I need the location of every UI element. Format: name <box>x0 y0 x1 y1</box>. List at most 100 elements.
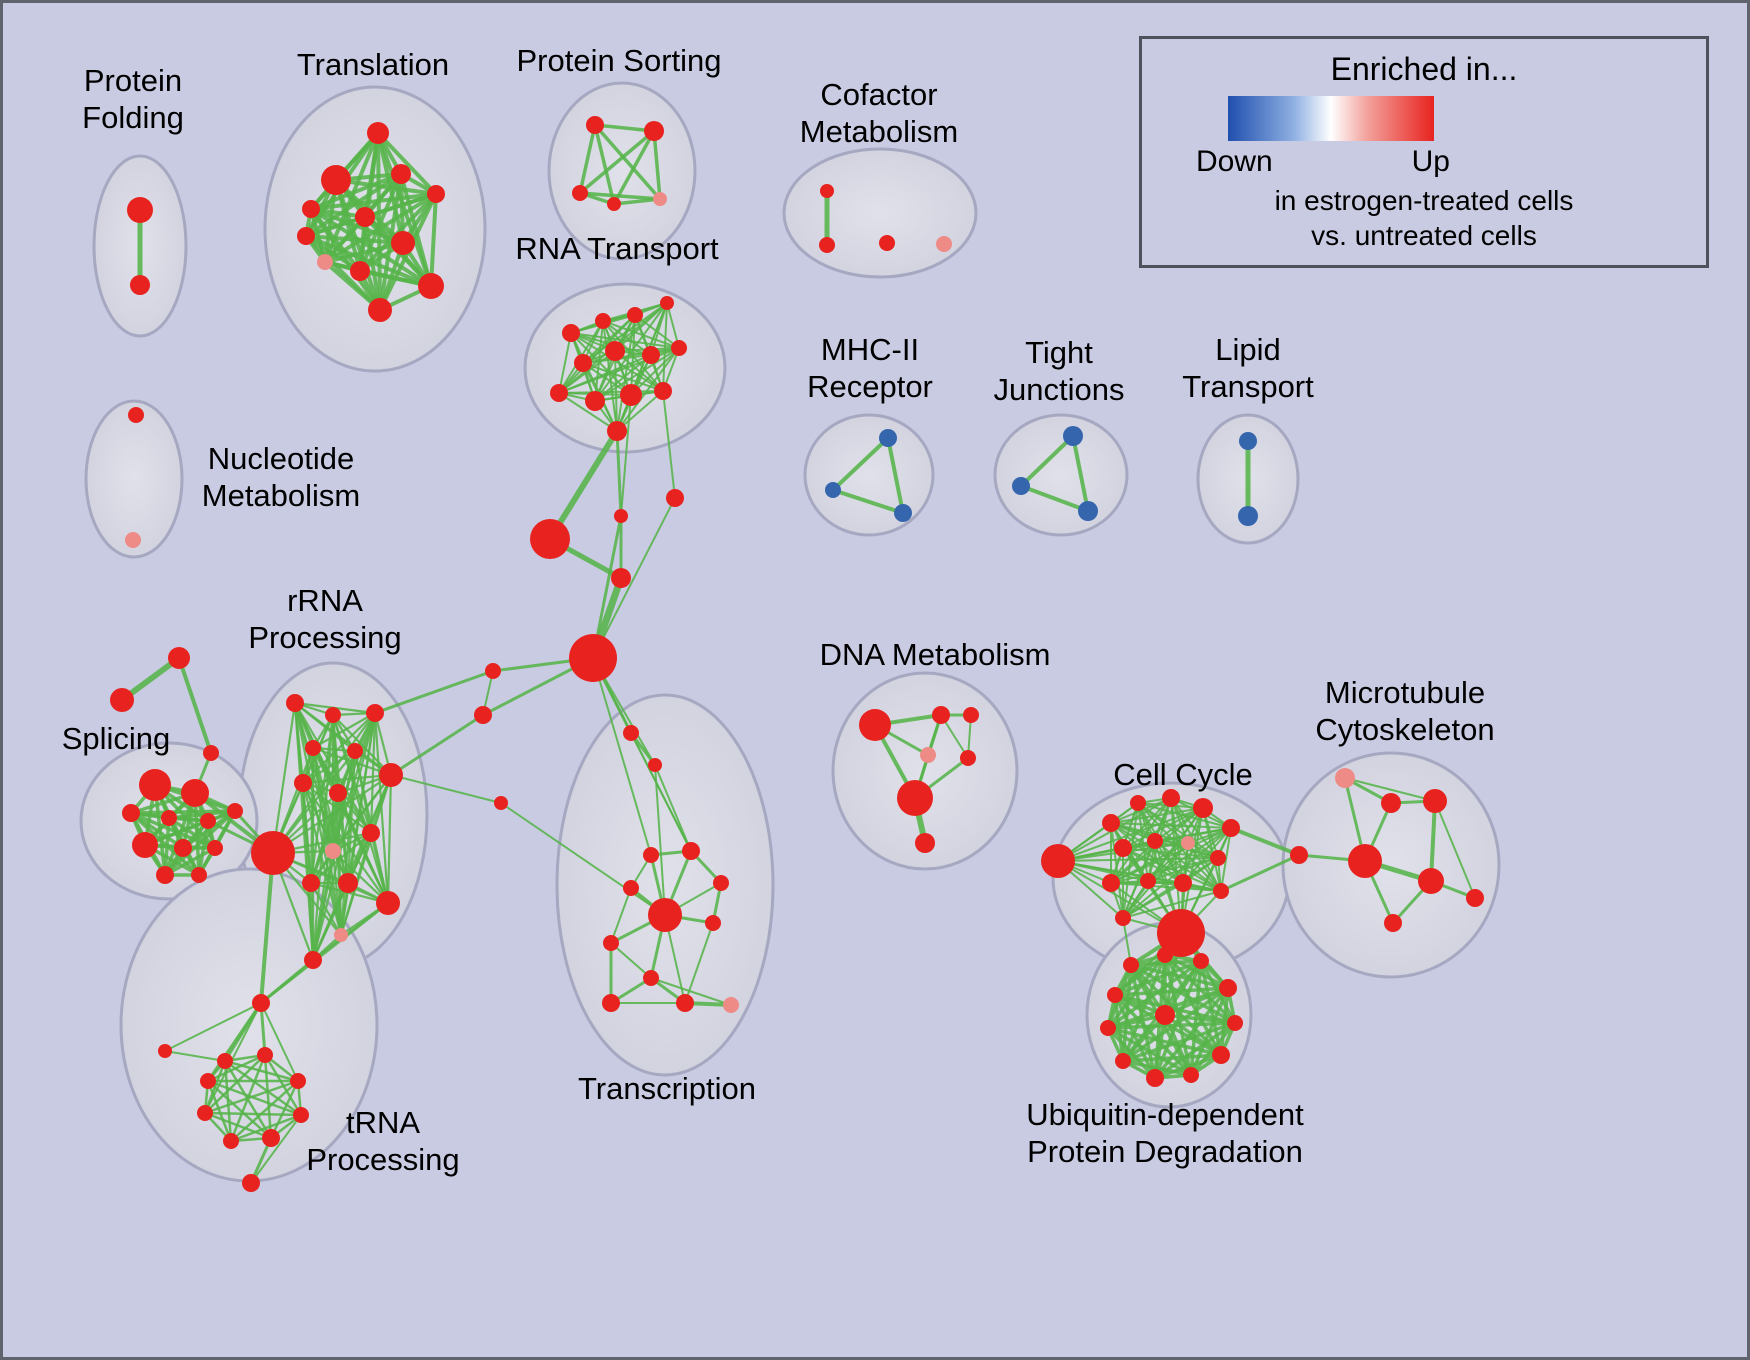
gene-set-node-57 <box>191 867 207 883</box>
gene-set-node-145 <box>894 504 912 522</box>
edge <box>570 332 664 392</box>
edge <box>1429 799 1437 883</box>
gene-set-node-87 <box>682 842 700 860</box>
edge <box>547 428 620 542</box>
edge <box>304 234 433 288</box>
gene-set-node-13 <box>368 298 392 322</box>
gene-set-node-126 <box>1418 868 1444 894</box>
edge <box>582 302 668 364</box>
gene-set-node-93 <box>603 935 619 951</box>
edge <box>1122 797 1172 849</box>
gene-set-node-105 <box>1041 844 1075 878</box>
edge <box>1121 1013 1167 1063</box>
cluster-label-splicing: Splicing <box>62 721 171 756</box>
gene-set-node-69 <box>302 874 320 892</box>
gene-set-node-133 <box>1227 1015 1243 1031</box>
gene-set-node-130 <box>1157 947 1173 963</box>
gene-set-node-41 <box>485 663 501 679</box>
cluster-label-transcription: Transcription <box>578 1071 756 1106</box>
gene-set-node-143 <box>879 429 897 447</box>
edge <box>831 488 905 515</box>
gene-set-node-78 <box>290 1073 306 1089</box>
gene-set-node-89 <box>713 875 729 891</box>
gene-set-node-113 <box>1181 836 1195 850</box>
gene-set-node-141 <box>128 407 144 423</box>
gene-set-node-32 <box>585 391 605 411</box>
gene-set-node-55 <box>207 840 223 856</box>
gene-set-node-33 <box>620 384 642 406</box>
edge <box>615 429 623 518</box>
gene-set-node-111 <box>1114 839 1132 857</box>
gene-set-node-147 <box>1012 477 1030 495</box>
gene-set-node-9 <box>297 227 315 245</box>
gene-set-node-120 <box>1157 909 1205 957</box>
gene-set-node-134 <box>1212 1046 1230 1064</box>
gene-set-node-42 <box>474 706 492 724</box>
edge <box>229 1079 300 1143</box>
edge <box>259 851 275 1005</box>
edge <box>831 436 890 492</box>
gene-set-node-34 <box>654 382 672 400</box>
edge <box>309 881 315 962</box>
cluster-ellipse-nucleotide-metabolism <box>84 399 184 559</box>
gene-set-node-60 <box>366 704 384 722</box>
edge <box>334 178 438 196</box>
gene-set-node-66 <box>251 831 295 875</box>
edge <box>592 657 652 856</box>
gene-set-node-115 <box>1102 874 1120 892</box>
gene-set-node-64 <box>294 774 312 792</box>
gene-set-node-99 <box>932 706 950 724</box>
edge <box>1110 882 1222 892</box>
edge <box>1434 800 1476 899</box>
gene-set-node-49 <box>122 804 140 822</box>
gene-set-node-81 <box>223 1133 239 1149</box>
edge <box>616 390 664 432</box>
gene-set-node-94 <box>643 970 659 986</box>
gene-set-node-128 <box>1384 914 1402 932</box>
gene-set-node-74 <box>252 994 270 1012</box>
gene-set-node-114 <box>1210 850 1226 866</box>
gene-set-node-35 <box>607 421 627 441</box>
edge <box>1121 1021 1237 1063</box>
gene-set-node-8 <box>391 231 415 255</box>
edge <box>1110 857 1219 884</box>
edge <box>1113 993 1237 1025</box>
gene-set-node-101 <box>920 747 936 763</box>
gene-set-node-56 <box>156 866 174 884</box>
legend-endpoint-labels: Down Up <box>1196 145 1450 179</box>
edge <box>593 123 616 206</box>
gene-set-node-148 <box>1078 501 1098 521</box>
edge <box>206 1079 273 1140</box>
edge <box>1110 822 1124 919</box>
gene-set-node-116 <box>1140 873 1156 889</box>
edge <box>614 350 664 392</box>
edge <box>593 123 662 201</box>
edge <box>163 846 217 877</box>
edge <box>1219 853 1301 893</box>
edge <box>399 172 433 288</box>
legend-caption-line1: in estrogen-treated cells <box>1274 185 1574 216</box>
edge <box>164 1050 226 1062</box>
edge <box>369 831 390 905</box>
gene-set-node-50 <box>161 810 177 826</box>
gene-set-node-140 <box>1155 1005 1175 1025</box>
cluster-ellipse-microtubule-cytoskeleton <box>1281 751 1501 979</box>
gene-set-node-139 <box>1107 987 1123 1003</box>
edge <box>1071 434 1090 513</box>
edge <box>1113 993 1193 1077</box>
edge <box>602 320 618 432</box>
gene-set-node-103 <box>897 780 933 816</box>
gene-set-node-138 <box>1100 1020 1116 1036</box>
edge <box>206 1053 267 1083</box>
edge <box>1019 484 1090 513</box>
gene-set-node-80 <box>262 1129 280 1147</box>
edge <box>177 656 213 755</box>
gene-set-node-37 <box>614 509 628 523</box>
gene-set-node-92 <box>623 880 639 896</box>
edge <box>558 332 572 394</box>
edge <box>1163 1013 1237 1025</box>
edge <box>223 1059 300 1083</box>
